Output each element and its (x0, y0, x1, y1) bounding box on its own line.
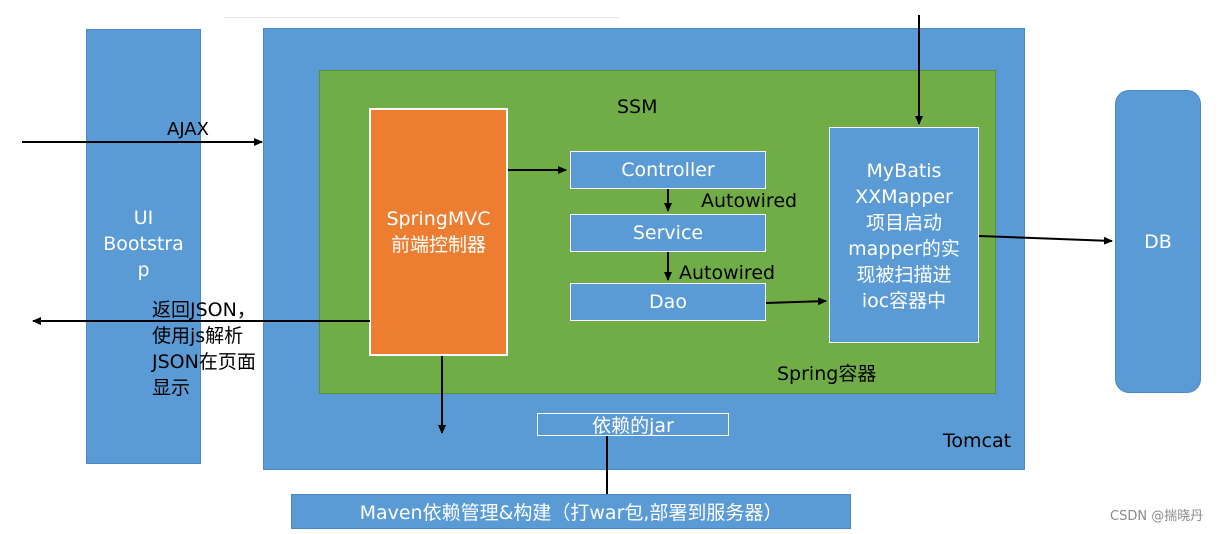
top-divider-line (224, 17, 620, 18)
ui-line: p (137, 259, 150, 281)
service-box: Service (570, 214, 766, 252)
ssm-label: SSM (617, 96, 658, 118)
return-json-line: 使用js解析 (152, 325, 244, 347)
autowired-label: Autowired (701, 190, 798, 212)
springmvc-box (369, 108, 508, 356)
springmvc-line: 前端控制器 (390, 234, 486, 256)
return-json-line: 显示 (152, 377, 191, 399)
dependency-jar-box: 依赖的jar (537, 413, 729, 437)
mybatis-box: MyBatis XXMapper 项目启动 mapper的实 现被扫描进 ioc… (829, 127, 979, 343)
return-json-line: JSON在页面 (152, 351, 256, 373)
watermark: CSDN @揣晓丹 (1110, 509, 1204, 524)
dao-to-mybatis-arrow (765, 297, 827, 306)
springmvc-line: SpringMVC (386, 208, 491, 230)
ui-bootstrap-label: UI Bootstra p (86, 205, 201, 283)
dao-box: Dao (570, 283, 766, 321)
ui-line: UI (133, 207, 154, 229)
autowired-label: Autowired (679, 262, 776, 284)
mybatis-line: XXMapper (855, 186, 953, 208)
springmvc-label: SpringMVC 前端控制器 (369, 206, 508, 258)
db-box: DB (1115, 90, 1201, 393)
mybatis-line: 现被扫描进 (856, 264, 952, 286)
return-json-line: 返回JSON， (152, 299, 256, 321)
maven-box: Maven依赖管理&构建（打war包,部署到服务器） (291, 494, 851, 529)
ui-bootstrap-box (86, 29, 201, 464)
mybatis-line: ioc容器中 (861, 290, 947, 312)
spring-container-label: Spring容器 (777, 363, 877, 385)
tomcat-label: Tomcat (943, 430, 1012, 452)
return-json-label: 返回JSON， 使用js解析 JSON在页面 显示 (152, 297, 282, 401)
mybatis-to-db-arrow (978, 235, 1113, 245)
ui-line: Bootstra (103, 233, 184, 255)
controller-box: Controller (570, 151, 766, 189)
mybatis-line: mapper的实 (848, 238, 960, 260)
ajax-label: AJAX (167, 119, 209, 140)
mybatis-line: 项目启动 (865, 212, 942, 234)
mybatis-line: MyBatis (866, 160, 942, 182)
